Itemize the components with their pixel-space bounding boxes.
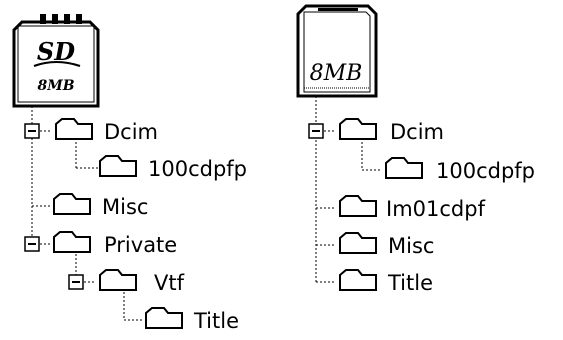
collapse-toggle-vtf[interactable]	[68, 274, 84, 290]
folder-icon	[55, 118, 93, 140]
folder-icon	[53, 193, 91, 215]
folder-icon	[145, 307, 183, 329]
folder-label: Misc	[388, 234, 434, 258]
memory-card-tree: 8MB Dcim 100cdpfp Im01cdpf	[282, 0, 562, 340]
folder-item[interactable]: Dcim	[55, 118, 158, 144]
collapse-toggle-dcim[interactable]	[308, 123, 324, 139]
folder-item[interactable]: 100cdpfp	[99, 155, 247, 181]
folder-item[interactable]: 100cdpfp	[385, 157, 535, 183]
folder-icon	[53, 231, 91, 253]
sd-card-icon: SD 8MB	[12, 14, 100, 108]
folder-label: Private	[104, 233, 177, 257]
tree-connectors	[315, 96, 382, 283]
folder-label: Misc	[102, 195, 148, 219]
folder-icon	[339, 269, 377, 291]
folder-label: Vtf	[154, 271, 185, 295]
card-capacity-label: 8MB	[37, 78, 74, 94]
folder-label: Dcim	[390, 120, 444, 144]
folder-item[interactable]: Private	[53, 231, 177, 257]
folder-label: 100cdpfp	[436, 159, 535, 183]
folder-label: Title	[193, 309, 239, 333]
folder-item[interactable]: Misc	[53, 193, 148, 219]
collapse-toggle-dcim[interactable]	[24, 123, 40, 139]
folder-icon	[99, 269, 137, 291]
sd-card-tree: SD 8MB	[0, 0, 280, 340]
folder-label: Im01cdpf	[386, 197, 486, 221]
folder-icon	[339, 118, 377, 140]
folder-item[interactable]: Misc	[339, 232, 434, 258]
folder-label: 100cdpfp	[148, 157, 247, 181]
folder-item[interactable]: Vtf	[99, 269, 185, 295]
folder-icon	[385, 157, 423, 179]
folder-icon	[339, 232, 377, 254]
folder-item[interactable]: Dcim	[339, 118, 444, 144]
folder-label: Title	[387, 271, 433, 295]
folder-label: Dcim	[104, 120, 158, 144]
folder-icon	[99, 155, 137, 177]
memory-card-icon: 8MB	[296, 4, 378, 98]
folder-item[interactable]: Im01cdpf	[339, 195, 486, 221]
tree-connectors	[31, 106, 144, 321]
folder-item[interactable]: Title	[339, 269, 433, 295]
folder-item[interactable]: Title	[145, 307, 239, 333]
card-capacity-label: 8MB	[310, 61, 363, 86]
collapse-toggle-private[interactable]	[24, 236, 40, 252]
folder-icon	[339, 195, 377, 217]
